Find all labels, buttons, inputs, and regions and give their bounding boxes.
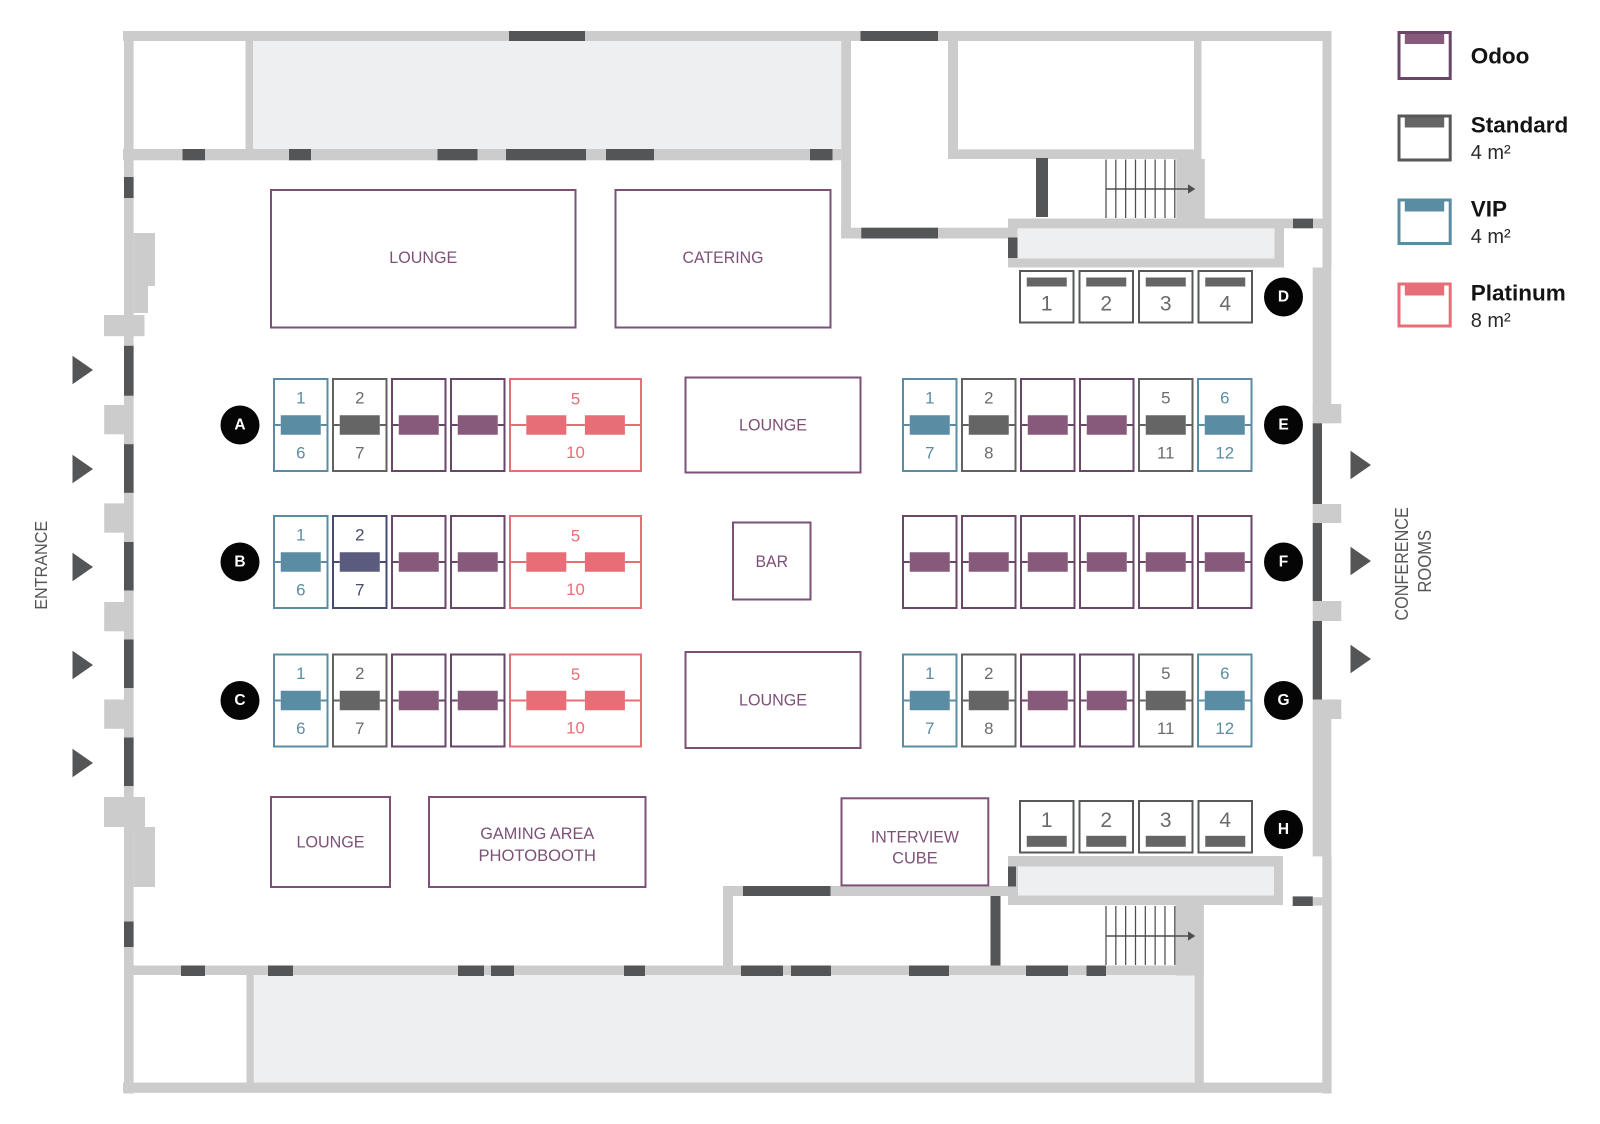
svg-text:PHOTOBOOTH: PHOTOBOOTH: [479, 846, 597, 865]
svg-text:1: 1: [925, 664, 934, 683]
svg-text:2: 2: [1100, 293, 1112, 316]
svg-text:H: H: [1278, 821, 1289, 838]
svg-text:GAMING AREA: GAMING AREA: [480, 824, 595, 843]
svg-text:1: 1: [296, 664, 305, 683]
svg-text:2: 2: [355, 664, 364, 683]
svg-text:INTERVIEW: INTERVIEW: [871, 827, 959, 846]
svg-text:11: 11: [1157, 719, 1174, 738]
svg-text:10: 10: [566, 719, 585, 738]
svg-text:F: F: [1279, 554, 1288, 571]
svg-text:3: 3: [1160, 809, 1172, 832]
svg-text:7: 7: [355, 444, 364, 463]
svg-text:Standard: Standard: [1471, 113, 1569, 138]
svg-text:CATERING: CATERING: [683, 248, 764, 267]
svg-text:2: 2: [355, 526, 364, 545]
svg-text:G: G: [1277, 692, 1289, 709]
svg-text:7: 7: [355, 581, 364, 600]
svg-text:CUBE: CUBE: [892, 849, 938, 868]
svg-text:Odoo: Odoo: [1471, 44, 1530, 69]
svg-text:4 m²: 4 m²: [1471, 226, 1511, 248]
svg-text:8 m²: 8 m²: [1471, 310, 1511, 332]
svg-text:LOUNGE: LOUNGE: [297, 833, 365, 852]
svg-text:LOUNGE: LOUNGE: [739, 416, 807, 435]
svg-text:CONFERENCE: CONFERENCE: [1392, 507, 1412, 620]
svg-text:2: 2: [355, 389, 364, 408]
svg-text:6: 6: [1220, 389, 1229, 408]
svg-text:2: 2: [984, 664, 993, 683]
svg-text:Platinum: Platinum: [1471, 281, 1566, 306]
svg-text:7: 7: [925, 444, 934, 463]
svg-text:LOUNGE: LOUNGE: [739, 691, 807, 710]
svg-text:4: 4: [1219, 293, 1231, 316]
svg-text:A: A: [234, 417, 245, 434]
svg-text:10: 10: [566, 580, 585, 599]
svg-text:5: 5: [571, 390, 580, 409]
svg-text:2: 2: [984, 389, 993, 408]
svg-text:D: D: [1278, 289, 1289, 306]
svg-text:8: 8: [984, 444, 993, 463]
svg-text:1: 1: [925, 389, 934, 408]
svg-text:1: 1: [1041, 293, 1053, 316]
svg-text:3: 3: [1160, 293, 1172, 316]
svg-text:LOUNGE: LOUNGE: [389, 248, 457, 267]
svg-text:6: 6: [296, 719, 305, 738]
svg-text:8: 8: [984, 719, 993, 738]
svg-text:12: 12: [1215, 719, 1234, 738]
svg-text:5: 5: [1161, 664, 1170, 683]
svg-text:VIP: VIP: [1471, 197, 1507, 222]
svg-text:10: 10: [566, 443, 585, 462]
svg-text:BAR: BAR: [756, 552, 789, 571]
svg-text:5: 5: [571, 527, 580, 546]
svg-text:C: C: [234, 692, 245, 709]
svg-text:6: 6: [296, 444, 305, 463]
svg-text:6: 6: [1220, 664, 1229, 683]
svg-text:7: 7: [925, 719, 934, 738]
svg-text:11: 11: [1157, 444, 1174, 463]
svg-text:2: 2: [1100, 809, 1112, 832]
svg-text:1: 1: [296, 526, 305, 545]
svg-text:1: 1: [1041, 809, 1053, 832]
svg-text:4: 4: [1219, 809, 1231, 832]
svg-text:ROOMS: ROOMS: [1415, 530, 1435, 593]
svg-text:5: 5: [571, 665, 580, 684]
svg-text:B: B: [234, 554, 245, 571]
svg-text:7: 7: [355, 719, 364, 738]
svg-text:4 m²: 4 m²: [1471, 142, 1511, 164]
svg-text:5: 5: [1161, 389, 1170, 408]
svg-text:E: E: [1278, 417, 1288, 434]
svg-text:6: 6: [296, 581, 305, 600]
svg-text:1: 1: [296, 389, 305, 408]
svg-text:ENTRANCE: ENTRANCE: [31, 521, 51, 610]
svg-text:12: 12: [1215, 444, 1234, 463]
